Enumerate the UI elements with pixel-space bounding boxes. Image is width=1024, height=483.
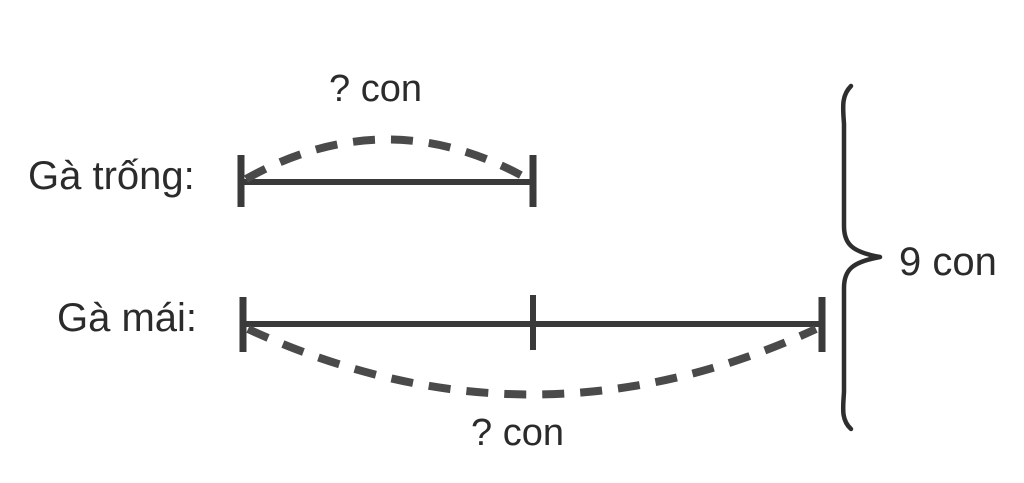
- rooster-unknown-annotation: ? con: [329, 68, 422, 110]
- rooster-dashed-arc: [244, 135, 530, 183]
- hen-dashed-arc: [246, 325, 818, 399]
- hen-unknown-annotation: ? con: [471, 412, 564, 454]
- total-label: 9 con: [899, 240, 997, 284]
- rooster-label: Gà trống:: [28, 154, 195, 198]
- total-brace: [840, 83, 883, 432]
- hen-bar-group: [239, 295, 826, 352]
- hen-label: Gà mái:: [57, 296, 198, 340]
- rooster-bar-group: [237, 155, 537, 207]
